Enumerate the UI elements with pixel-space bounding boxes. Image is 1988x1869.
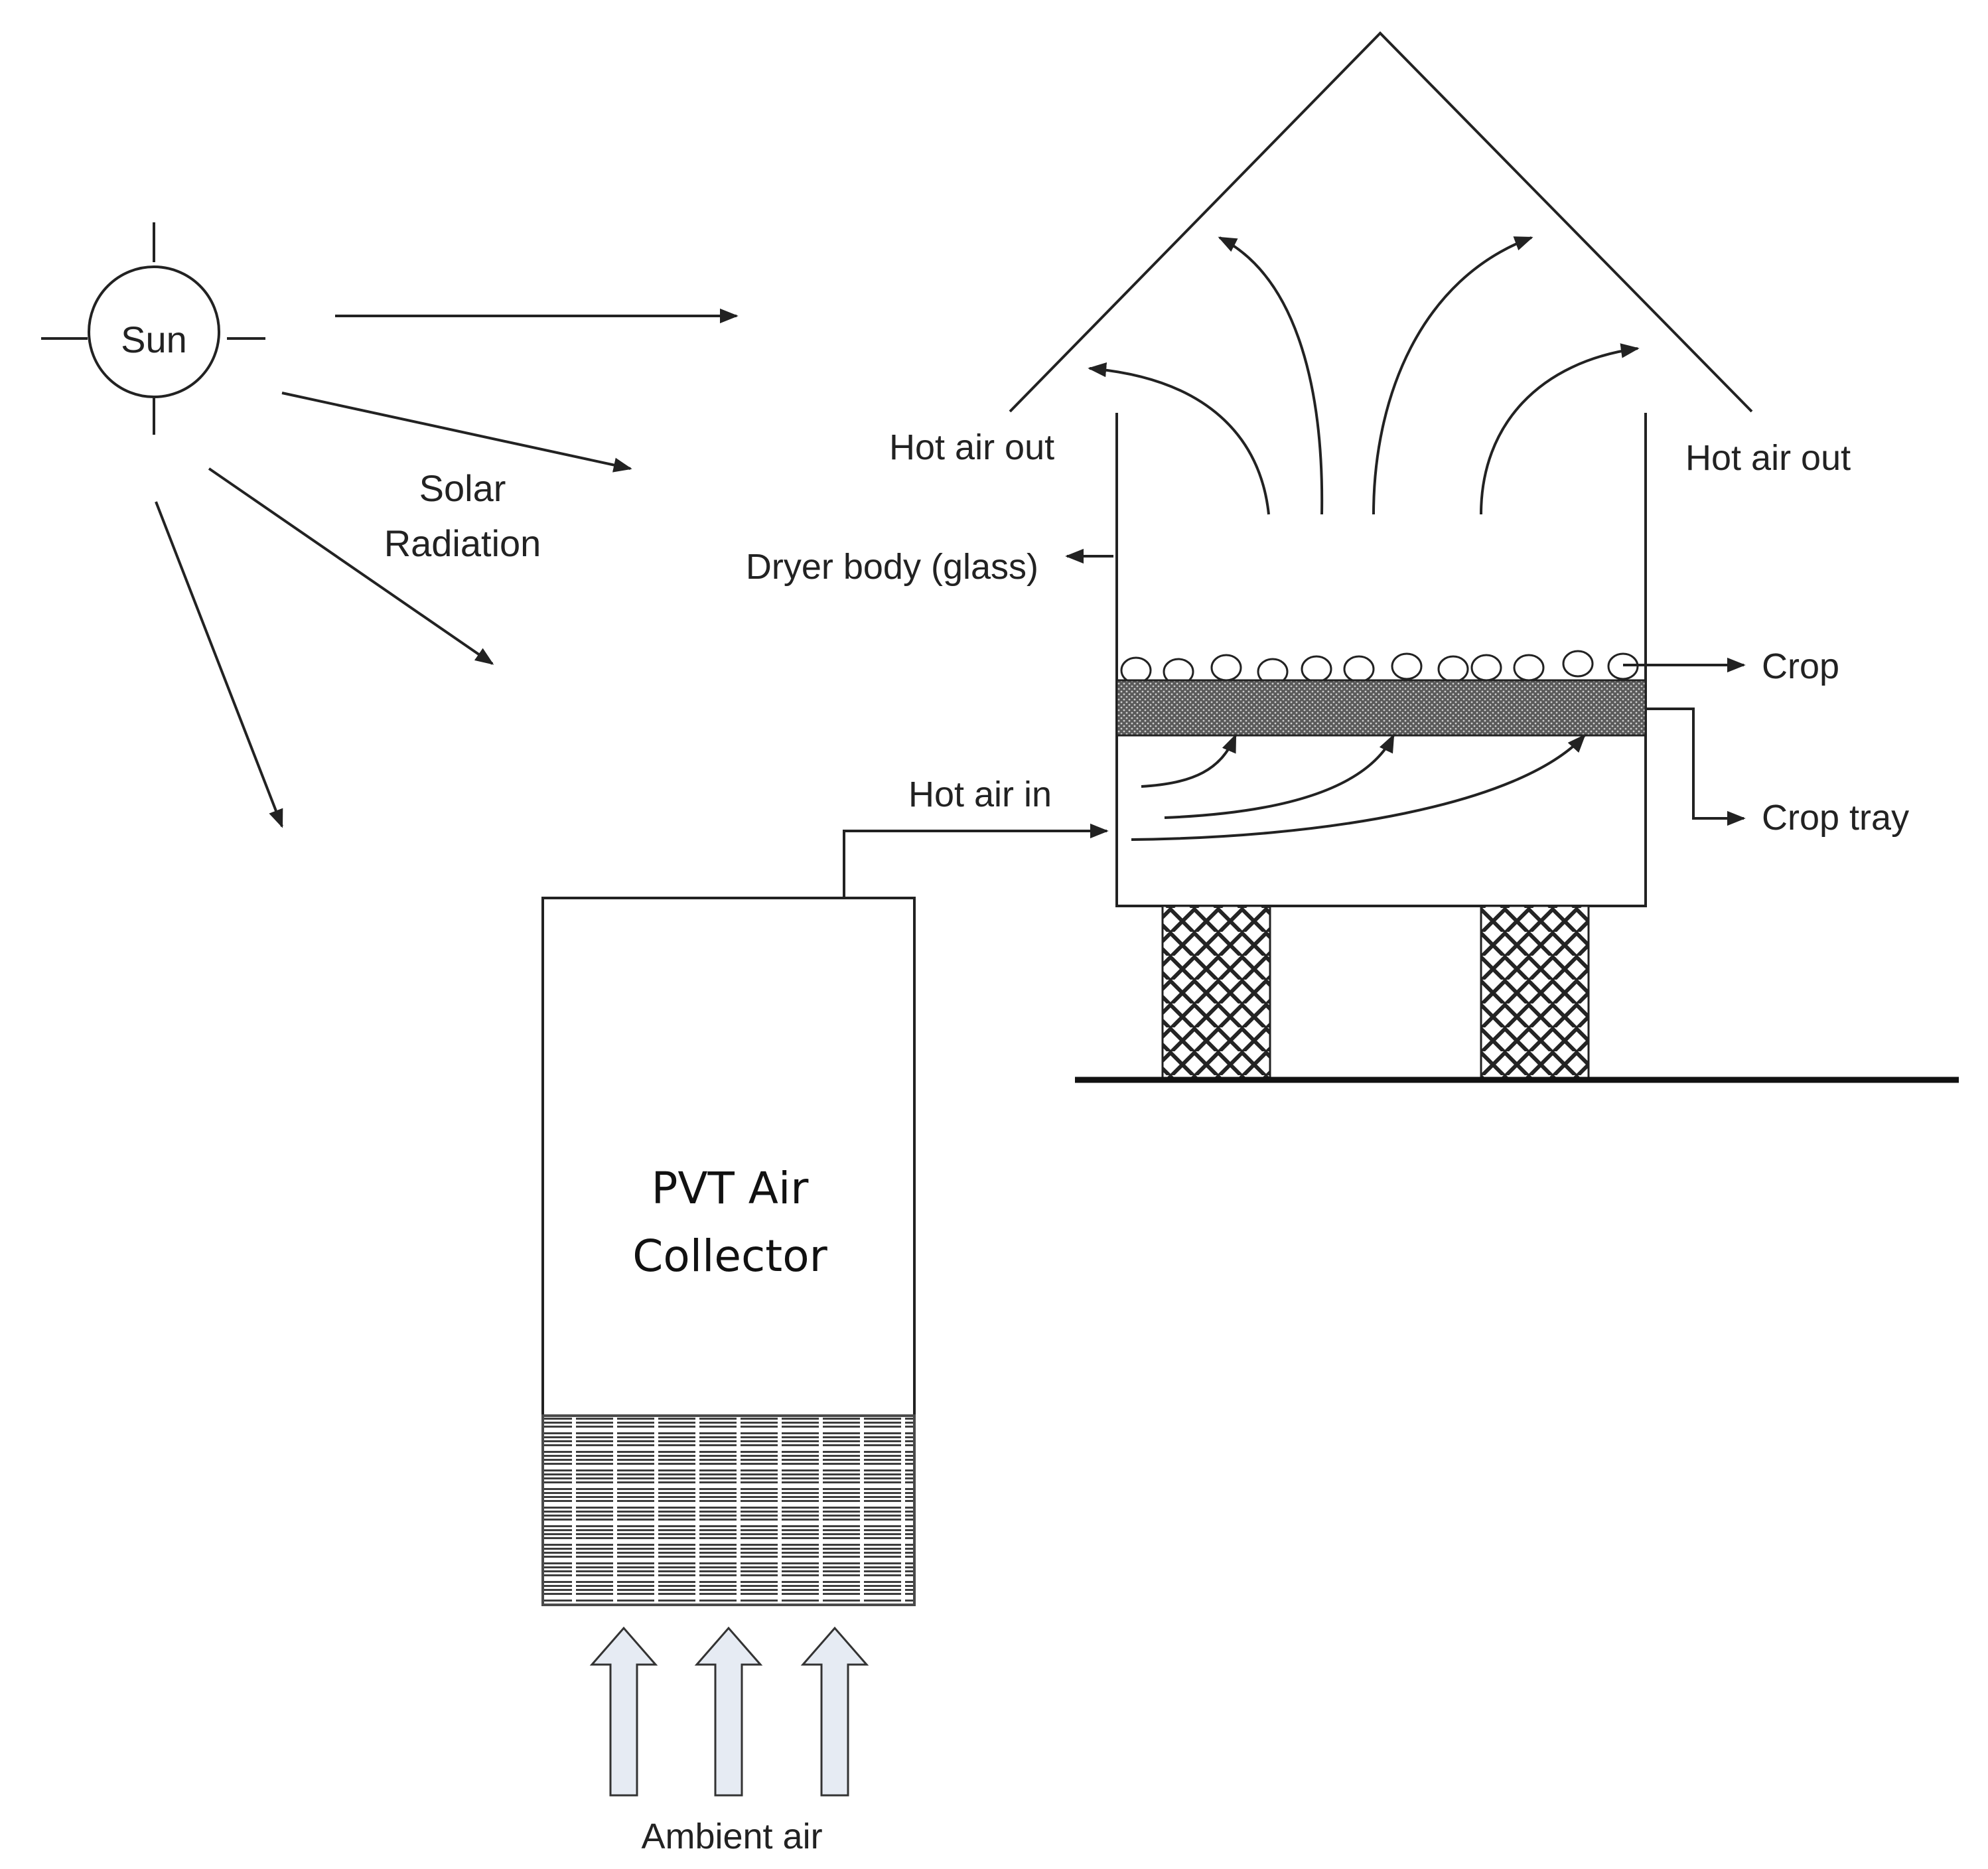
- hot-air-out-right-label: Hot air out: [1685, 438, 1851, 478]
- pvt-air-collector: [541, 897, 916, 1422]
- crop-tray-pointer: [1646, 708, 1746, 826]
- up-arrow-icon: [800, 1626, 869, 1797]
- internal-airflow-arrows: [1131, 733, 1586, 841]
- collector-label-line2: Collector: [632, 1231, 827, 1282]
- pv-panel: [541, 1414, 916, 1606]
- collector-label-line1: PVT Air: [652, 1163, 810, 1214]
- hot-air-out-arrows: [1088, 236, 1640, 515]
- dryer-leg-right: [1480, 905, 1590, 1081]
- crop-label: Crop: [1762, 646, 1839, 686]
- sun-label: Sun: [121, 319, 187, 360]
- solar-radiation-label-line2: Radiation: [384, 522, 541, 564]
- crop-tray-label: Crop tray: [1762, 798, 1909, 838]
- up-arrow-icon: [694, 1626, 763, 1797]
- crop-tray: [1115, 679, 1647, 737]
- dryer-roof: [1009, 31, 1753, 413]
- dryer-leg-left: [1161, 905, 1271, 1081]
- ambient-air-arrows: [589, 1626, 869, 1797]
- hot-air-in-label: Hot air in: [908, 775, 1052, 814]
- ambient-air-label: Ambient air: [641, 1817, 822, 1856]
- dryer-body: [1115, 413, 1647, 907]
- hot-air-in-duct: [843, 823, 1109, 898]
- sun-icon: [41, 222, 265, 435]
- up-arrow-icon: [589, 1626, 658, 1797]
- hot-air-out-left-label: Hot air out: [889, 427, 1054, 467]
- dryer-body-label: Dryer body (glass): [746, 547, 1038, 587]
- solar-radiation-rays: [155, 308, 739, 828]
- solar-radiation-label-line1: Solar: [419, 467, 506, 509]
- crop: [1120, 650, 1639, 686]
